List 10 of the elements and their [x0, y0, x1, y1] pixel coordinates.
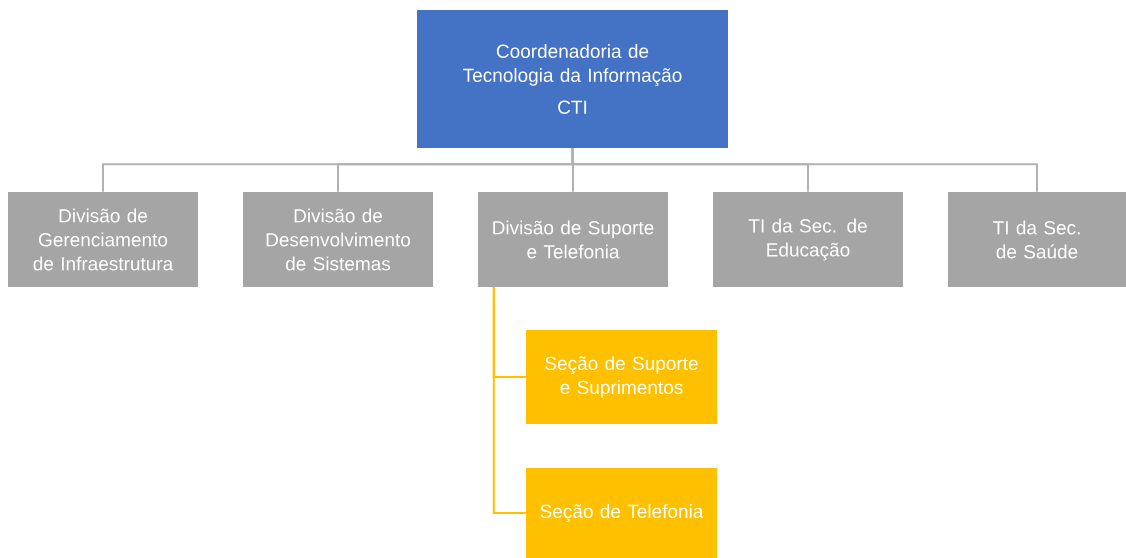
- division-box: Divisão de Suporte e Telefonia: [478, 192, 668, 287]
- connector-line: [571, 147, 1038, 193]
- connector-line: [492, 286, 527, 514]
- section-box: Seção de Telefonia: [526, 468, 717, 558]
- section-box: Seção de Suporte e Suprimentos: [526, 330, 717, 424]
- division-box: Divisão de Gerenciamento de Infraestrutura: [8, 192, 198, 287]
- division-box: TI da Sec. de Educação: [713, 192, 903, 287]
- division-box: Divisão de Desenvolvimento de Sistemas: [243, 192, 433, 287]
- head-box: Coordenadoria de Tecnologia da Informação CTI: [417, 10, 728, 148]
- division-box: TI da Sec. de Saúde: [948, 192, 1126, 287]
